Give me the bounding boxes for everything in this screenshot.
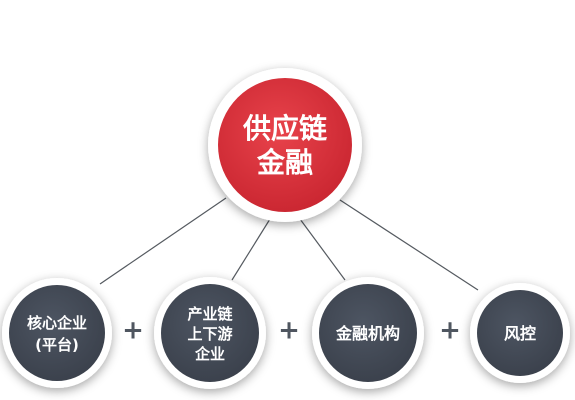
child-node-label: 金融机构 (335, 324, 400, 343)
child-node-3-label-line-1: 金融机构 (335, 324, 400, 343)
child-node-circle (161, 284, 259, 382)
plus-operator-2: + (278, 316, 300, 346)
child-node-4: 风控 (470, 283, 570, 383)
plus-operator-1: + (122, 316, 144, 346)
center-node-label-line-1: 供应链 (242, 112, 327, 145)
center-node-label: 供应链金融 (242, 112, 327, 179)
child-node-1-label-line-1: 核心企业 (27, 314, 87, 332)
connector-line-1 (99, 197, 227, 285)
child-node-circle (319, 284, 417, 382)
plus-operator-3: + (439, 316, 461, 346)
center-node-label-line-2: 金融 (256, 146, 313, 179)
connector-line-3 (299, 218, 346, 281)
child-nodes: 核心企业 (平台) 产业链上下游企业 金融机构 风控 (2, 277, 570, 389)
child-node-3: 金融机构 (312, 277, 424, 389)
child-node-1: 核心企业 (平台) (2, 278, 112, 388)
connector-lines (99, 197, 479, 291)
child-node-1-label-line-2: (平台) (35, 336, 79, 354)
connector-line-2 (231, 218, 271, 281)
child-node-label: 风控 (504, 324, 536, 343)
child-node-circle (477, 290, 563, 376)
connector-line-4 (339, 199, 479, 291)
child-node-label: 核心企业 (平台) (27, 314, 87, 354)
child-node-2-label-line-1: 产业链 (187, 305, 233, 323)
child-node-2-label-line-2: 上下游 (187, 325, 232, 343)
plus-operators: + + + (122, 316, 461, 346)
child-node-4-label-line-1: 风控 (504, 324, 536, 343)
center-node: 供应链金融 (208, 68, 362, 222)
child-node-circle (9, 285, 105, 381)
child-node-2: 产业链上下游企业 (154, 277, 266, 389)
child-node-label: 产业链上下游企业 (187, 305, 233, 363)
child-node-2-label-line-3: 企业 (194, 345, 225, 363)
